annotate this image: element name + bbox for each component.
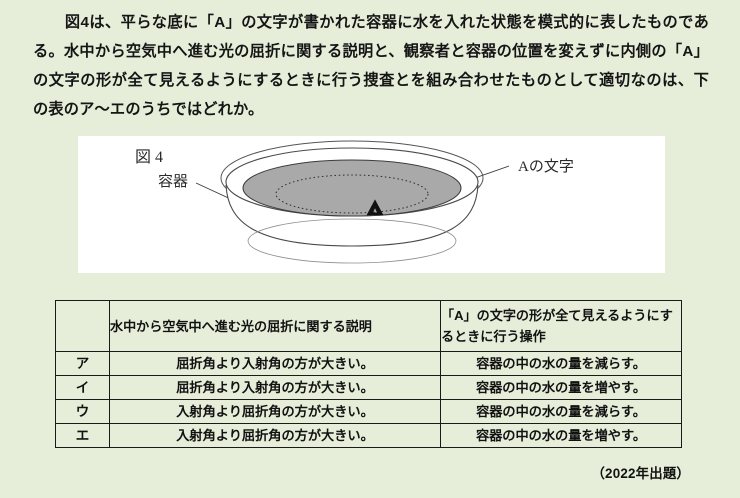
question-text-block: 図4は、平らな底に「A」の文字が書かれた容器に水を入れた状態を模式的に表したもの…	[33, 8, 709, 124]
row-key-a: ア	[55, 351, 110, 376]
table-corner-blank	[55, 300, 110, 352]
question-paragraph: 図4は、平らな底に「A」の文字が書かれた容器に水を入れた状態を模式的に表したもの…	[33, 14, 709, 118]
column-header-explanation: 水中から空気中へ進む光の屈折に関する説明	[109, 300, 441, 352]
figure-4-diagram: 図 4 容器 Aの文字	[135, 140, 574, 264]
source-note: （2022年出題）	[591, 466, 690, 481]
table-row[interactable]: イ 屈折角より入射角の方が大きい。 容器の中の水の量を増やす。	[55, 375, 682, 400]
column-header-operation: 「A」の文字の形が全て見えるようにするときに行う操作	[440, 300, 682, 352]
row-key-e: エ	[55, 423, 110, 448]
answer-table-head: 水中から空気中へ進む光の屈折に関する説明 「A」の文字の形が全て見えるようにする…	[55, 300, 682, 352]
answer-table-container: 水中から空気中へ進む光の屈折に関する説明 「A」の文字の形が全て見えるようにする…	[55, 300, 682, 448]
table-row[interactable]: ウ 入射角より屈折角の方が大きい。 容器の中の水の量を減らす。	[55, 399, 682, 424]
label-letter-a: Aの文字	[518, 158, 574, 175]
row-key-i: イ	[55, 375, 110, 400]
bowl-base-icon	[247, 218, 457, 264]
apparent-bottom-dotted-icon	[275, 174, 429, 214]
row-key-u: ウ	[55, 399, 110, 424]
cell-operation-e: 容器の中の水の量を増やす。	[440, 423, 682, 448]
label-container: 容器	[158, 173, 188, 190]
table-header-row: 水中から空気中へ進む光の屈折に関する説明 「A」の文字の形が全て見えるようにする…	[55, 300, 682, 352]
cell-explanation-i: 屈折角より入射角の方が大きい。	[109, 375, 441, 400]
table-row[interactable]: エ 入射角より屈折角の方が大きい。 容器の中の水の量を増やす。	[55, 423, 682, 448]
answer-table-body: ア 屈折角より入射角の方が大きい。 容器の中の水の量を減らす。 イ 屈折角より入…	[55, 351, 682, 448]
cell-operation-i: 容器の中の水の量を増やす。	[440, 375, 682, 400]
figure-caption: 図 4	[135, 149, 163, 166]
cell-operation-u: 容器の中の水の量を減らす。	[440, 399, 682, 424]
cell-explanation-u: 入射角より屈折角の方が大きい。	[109, 399, 441, 424]
cell-operation-a: 容器の中の水の量を減らす。	[440, 351, 682, 376]
figure-panel: 図 4 容器 Aの文字	[78, 136, 665, 273]
water-surface-icon	[242, 159, 462, 217]
cell-explanation-a: 屈折角より入射角の方が大きい。	[109, 351, 441, 376]
cell-explanation-e: 入射角より屈折角の方が大きい。	[109, 423, 441, 448]
letter-a-crossbar-icon	[369, 212, 381, 215]
table-row[interactable]: ア 屈折角より入射角の方が大きい。 容器の中の水の量を減らす。	[55, 351, 682, 376]
answer-table: 水中から空気中へ進む光の屈折に関する説明 「A」の文字の形が全て見えるようにする…	[55, 300, 682, 448]
